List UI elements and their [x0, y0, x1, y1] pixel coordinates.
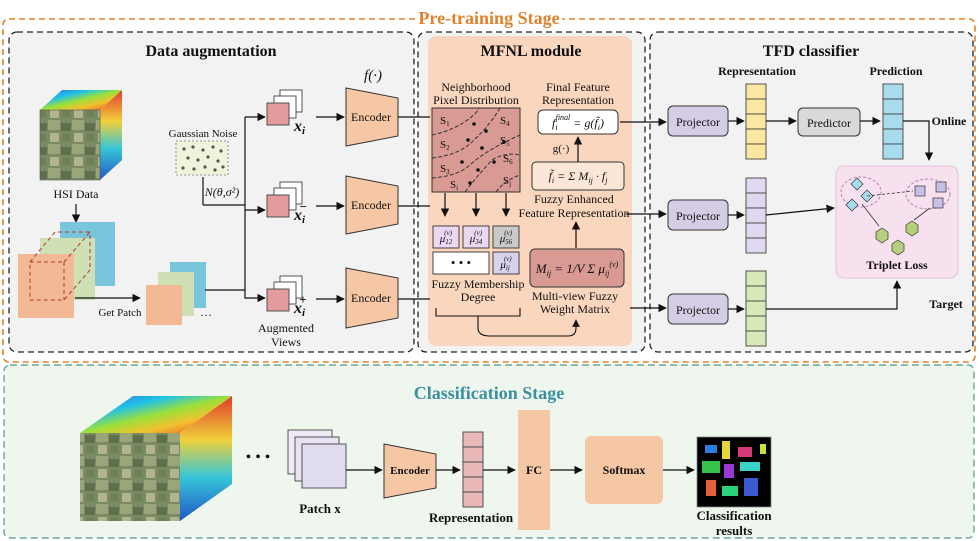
classification-encoder-label: Encoder: [390, 465, 430, 477]
svg-text:Si: Si: [450, 179, 458, 192]
fuzzy-enhanced-label-2: Feature Representation: [519, 206, 630, 220]
final-feature-label-2: Representation: [542, 93, 614, 107]
svg-text:S3: S3: [440, 163, 450, 176]
hsi-cube: [39, 90, 122, 181]
representation-vector-purple: [745, 177, 767, 254]
prediction-vector: [882, 83, 904, 160]
gaussian-noise-label: Gaussian Noise: [169, 128, 238, 140]
classification-title: Classification Stage: [414, 383, 565, 403]
svg-text:μ56(v): μ56(v): [499, 229, 513, 246]
svg-text:μij(v): μij(v): [499, 255, 512, 272]
encoder-2-label: Encoder: [351, 198, 391, 212]
svg-text:S2: S2: [440, 139, 450, 152]
representation-vector-green: [745, 270, 767, 347]
patch-x-stack: [287, 429, 347, 489]
patch-stack: …: [146, 262, 212, 325]
hsi-data-label: HSI Data: [54, 187, 100, 201]
svg-text:S1: S1: [440, 115, 450, 128]
membership-cells: μ12(v) μ34(v) μ56(v) • • • μij(v): [432, 225, 520, 275]
neighborhood-pixel-map: S1 S2 S3 S4 S5 S6 Si Sj: [431, 107, 521, 193]
softmax-box: [585, 436, 663, 504]
membership-label-1: Fuzzy Membership: [432, 277, 525, 291]
prediction-label: Prediction: [869, 64, 922, 78]
predictor-label: Predictor: [807, 116, 851, 130]
classification-map: [696, 436, 772, 508]
f-label: f(·): [364, 68, 382, 84]
augmentation-title: Data augmentation: [145, 43, 276, 60]
fc-label: FC: [526, 463, 542, 477]
projector-2-label: Projector: [676, 209, 720, 223]
encoder-1: [345, 87, 399, 147]
fc-layer: [518, 410, 550, 530]
svg-text:Sj: Sj: [503, 175, 511, 188]
projector-3-label: Projector: [676, 303, 720, 317]
encoder-2: [345, 175, 399, 235]
noise-image: [175, 140, 229, 176]
classification-encoder: [383, 443, 437, 499]
enhanced-box: [531, 161, 625, 191]
final-feature-label-1: Final Feature: [546, 80, 610, 94]
svg-text:μ12(v): μ12(v): [439, 229, 453, 246]
enhanced-formula: f̃i = Σ Mij · fj: [549, 168, 609, 185]
softmax-label: Softmax: [603, 463, 646, 477]
svg-text:• • •: • • •: [451, 255, 471, 270]
triplet-graph: [840, 176, 951, 256]
svg-text:S4: S4: [500, 115, 510, 128]
mfnl-title: MFNL module: [481, 43, 582, 60]
weight-matrix-label-1: Multi-view Fuzzy: [532, 289, 618, 303]
representation-label: Representation: [718, 64, 796, 78]
noise-formula: N(θ,σ²): [204, 185, 239, 199]
svg-text:μ34(v): μ34(v): [469, 229, 483, 246]
classification-representation-vector: [462, 431, 484, 508]
classification-results-label-1: Classification: [696, 508, 772, 523]
weight-matrix-box: [529, 248, 625, 288]
encoder-3-label: Encoder: [351, 291, 391, 305]
neighborhood-label-2: Pixel Distribution: [433, 93, 519, 107]
online-label: Online: [932, 114, 967, 128]
projector-1-label: Projector: [676, 115, 720, 129]
target-label: Target: [929, 297, 963, 311]
augmented-views-label-2: Views: [271, 335, 301, 349]
svg-text:S6: S6: [503, 153, 513, 166]
neighborhood-label-1: Neighborhood: [441, 80, 510, 94]
membership-label-2: Degree: [461, 290, 496, 304]
fuzzy-enhanced-label-1: Fuzzy Enhanced: [534, 192, 614, 206]
svg-text:S5: S5: [500, 135, 510, 148]
patch-x-label: Patch x: [299, 501, 341, 516]
svg-text:…: …: [200, 305, 212, 319]
representation-vector-yellow: [745, 83, 767, 160]
tfd-title: TFD classifier: [763, 43, 859, 60]
classification-hsi-cube: [80, 396, 232, 521]
weight-matrix-label-2: Weight Matrix: [540, 302, 610, 316]
final-feature-box: [537, 109, 619, 135]
encoder-1-label: Encoder: [351, 110, 391, 124]
pretraining-frame: [2, 18, 976, 363]
band-stack: [18, 222, 115, 318]
weight-formula: Mij = 1/V Σ μij(v): [535, 260, 619, 278]
view-stack-1: [266, 89, 303, 126]
predictor-box: [797, 107, 861, 137]
view-stack-2: [266, 181, 303, 218]
classification-ellipsis: • • •: [246, 449, 271, 466]
triplet-loss-label: Triplet Loss: [866, 258, 928, 272]
view-stack-3: [266, 275, 303, 312]
encoder-3: [345, 267, 399, 329]
classification-results-label-2: results: [716, 523, 753, 538]
g-label: g(·): [553, 143, 570, 155]
classification-representation-label: Representation: [429, 510, 514, 525]
pretraining-title: Pre-training Stage: [418, 8, 559, 28]
get-patch-label: Get Patch: [98, 307, 142, 319]
augmented-views-label-1: Augmented: [258, 321, 314, 335]
